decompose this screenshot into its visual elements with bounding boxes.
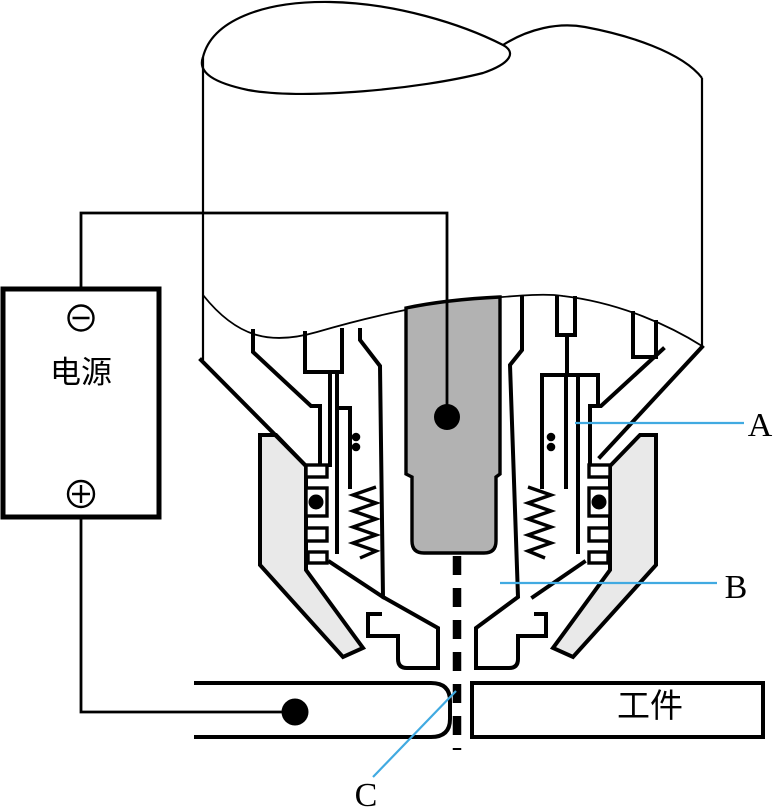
electrode-contact-dot [434,404,460,430]
workpiece-contact-dot [281,698,309,726]
right-channel-walls [540,373,600,554]
cables [79,211,449,714]
o-ring-right [591,494,607,510]
thread-right [522,485,557,560]
torch-body-section [198,295,705,670]
right-band-step [587,550,610,565]
left-upper-block [303,328,344,374]
power-supply-outline [0,286,162,520]
right-inner-wall [588,346,666,469]
right-shoulder [597,344,705,460]
left-inner-wall [251,329,322,469]
right-nozzle-diagonal [530,559,587,600]
left-band-top [304,463,329,479]
right-band-top [587,463,612,479]
label-c: C [355,777,378,812]
plus-terminal-icon [66,479,96,509]
o-ring-stack-left [304,463,329,565]
power-cable-positive [79,517,284,714]
power-supply-box: 电源 [0,286,162,520]
left-channel-walls [328,370,352,554]
workpiece-label: 工件 [617,689,683,725]
workpiece [194,681,765,739]
cylinder-top-break-hump [502,24,703,79]
gas-port-dot [546,442,556,452]
gas-port-dot [546,432,556,442]
torch-cylinder [200,0,704,360]
left-shoulder [198,357,309,469]
leader-c [372,690,457,778]
right-upper-step [631,311,658,359]
o-ring-left [308,494,324,510]
gas-port-dot [351,442,361,452]
workpiece-left [194,681,452,739]
right-upper-bar [555,295,577,377]
power-supply-label: 电源 [50,355,112,390]
right-band-bottom [587,526,612,543]
label-a: A [748,407,773,444]
negative-terminal-icon [67,304,95,332]
left-nozzle-diagonal [327,559,386,600]
label-b: B [725,569,748,606]
leader-lines [372,421,744,778]
cylinder-top-break-ellipse [200,0,512,95]
workpiece-right [470,681,765,739]
right-holder-nozzle-wall [474,295,548,670]
threads [347,485,557,560]
gas-port-dot [351,432,361,442]
o-ring-stack-right [587,463,612,565]
power-cable-negative [79,211,449,406]
left-band-step [306,550,329,565]
left-band-bottom [304,526,329,543]
thread-left [347,485,382,560]
shield-cup-right [549,433,658,660]
gas-port-dots [351,432,556,452]
